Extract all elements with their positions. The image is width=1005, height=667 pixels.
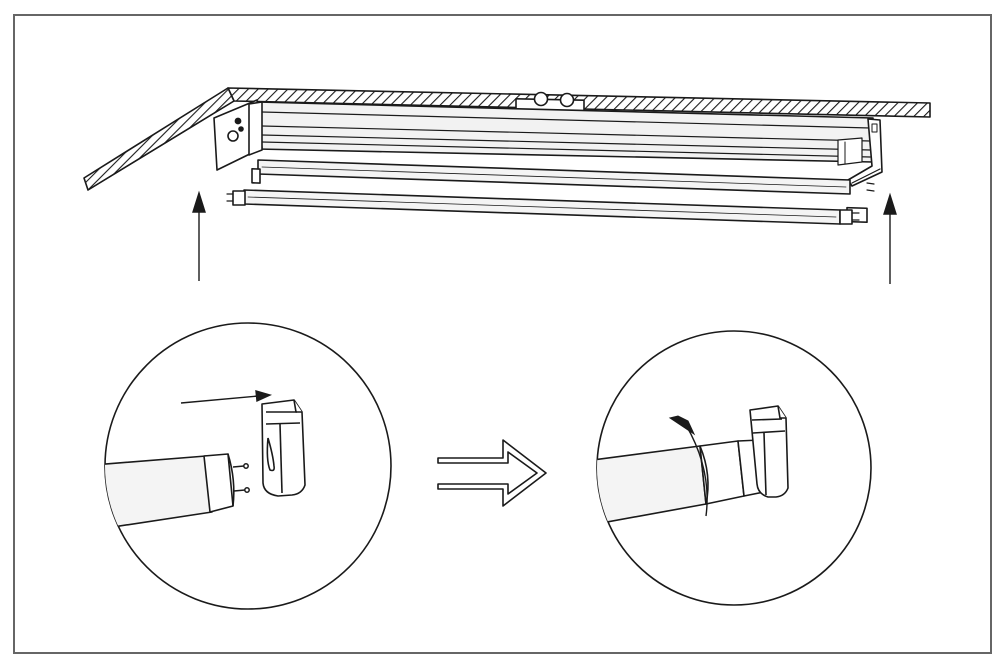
fluorescent-tube-lower — [226, 189, 860, 225]
tube-end-cap — [203, 453, 234, 513]
arrow-up-icon — [192, 190, 206, 281]
arrow-right-icon — [180, 390, 273, 404]
ceiling-fixture-assembly — [83, 87, 931, 225]
lamp-holder — [749, 405, 789, 498]
rotate-arrow-icon — [668, 415, 708, 517]
lamp-holder — [261, 399, 306, 497]
detail-insert-tube — [104, 322, 392, 610]
arrow-up-icon — [883, 192, 897, 284]
detail-rotate-tube — [596, 330, 872, 606]
fixture-end-cap-right — [847, 118, 883, 187]
tube-pins — [232, 463, 250, 493]
diagram-frame — [13, 14, 992, 654]
hollow-arrow-right-icon — [437, 439, 547, 507]
ceiling-slope — [83, 87, 235, 191]
